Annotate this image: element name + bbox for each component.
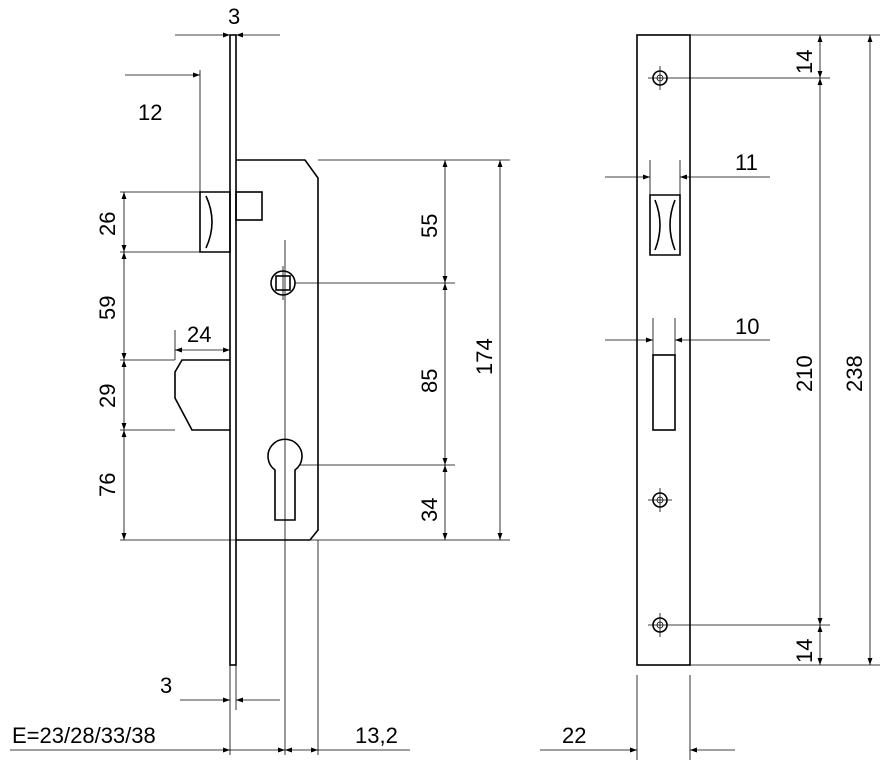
dim-faceplate-width: 22: [562, 723, 586, 748]
dim-deadbolt-to-bottom: 76: [95, 473, 120, 497]
faceplate-front: [636, 34, 691, 666]
dim-backset: E=23/28/33/38: [12, 723, 156, 748]
latch-bolt: [199, 191, 231, 253]
screw-hole-top: [648, 66, 672, 90]
faceplate-side: [229, 34, 237, 666]
dim-latch-to-deadbolt: 59: [95, 296, 120, 320]
left-side-view: 3 12 24 26 59 29 76 55 85 34 174 3 E=23/…: [10, 4, 510, 755]
screw-hole-bottom: [648, 613, 672, 637]
dim-deadbolt-projection: 24: [187, 322, 211, 347]
dead-bolt: [174, 359, 230, 431]
latch-opening: [649, 194, 681, 256]
dim-latch-projection: 12: [138, 100, 162, 125]
dim-spindle-to-cylinder: 85: [417, 369, 442, 393]
dim-body-height: 174: [472, 338, 497, 375]
spindle-hole: [270, 266, 296, 300]
dim-faceplate-top: 3: [228, 4, 240, 29]
dim-cylinder-offset: 13,2: [355, 723, 398, 748]
dim-cylinder-to-bottom: 34: [417, 498, 442, 522]
cylinder-hole: [267, 438, 303, 521]
deadbolt-opening: [652, 354, 676, 431]
dim-top-hole-offset: 14: [792, 50, 817, 74]
dim-faceplate-bottom: 3: [160, 673, 172, 698]
dim-latch-width: 11: [735, 150, 758, 175]
dim-top-to-spindle: 55: [417, 214, 442, 238]
dim-faceplate-length: 238: [842, 355, 867, 392]
dim-deadbolt-width: 10: [735, 314, 759, 339]
lock-body: [236, 159, 319, 541]
dim-hole-spacing: 210: [792, 355, 817, 392]
dim-bottom-hole-offset: 14: [792, 639, 817, 663]
screw-hole-middle: [648, 488, 672, 512]
latch-tail: [235, 191, 263, 221]
dim-deadbolt-height: 29: [95, 384, 120, 408]
dim-latch-height: 26: [95, 212, 120, 236]
front-faceplate-view: 14 210 14 238 11 10 22: [540, 34, 880, 760]
